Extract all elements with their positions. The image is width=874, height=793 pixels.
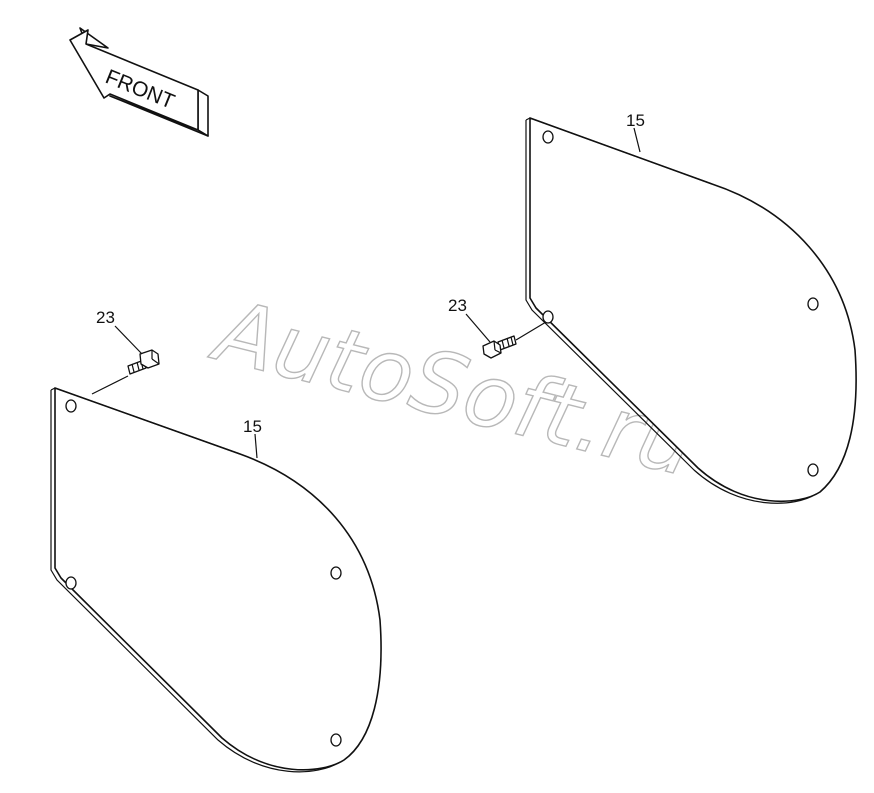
right-cover-leader [633,127,641,153]
left-bolt [91,349,160,395]
left-bolt-leader [114,325,143,355]
right-plate-hole-bottom-right [807,463,819,477]
callout-right-bolt: 23 [448,296,467,315]
right-plate-hole-right [807,297,819,311]
left-cover-plate [50,387,382,773]
right-plate-hole-bottom-left [542,310,554,324]
right-bolt-leader [465,313,491,343]
left-plate-hole-top-left [65,399,77,413]
callout-left-bolt: 23 [96,308,115,327]
left-plate-hole-bottom-left [65,576,77,590]
right-bolt [482,321,547,359]
front-arrow: FRONT [69,27,209,137]
callout-right-cover: 15 [626,111,645,130]
right-cover-plate [525,117,857,504]
callout-left-cover: 15 [243,417,262,436]
left-plate-hole-right [330,566,342,580]
right-plate-hole-top-left [542,130,554,144]
left-cover-leader [254,433,258,459]
left-plate-hole-bottom-right [330,733,342,747]
arrow-left-icon [69,27,209,137]
